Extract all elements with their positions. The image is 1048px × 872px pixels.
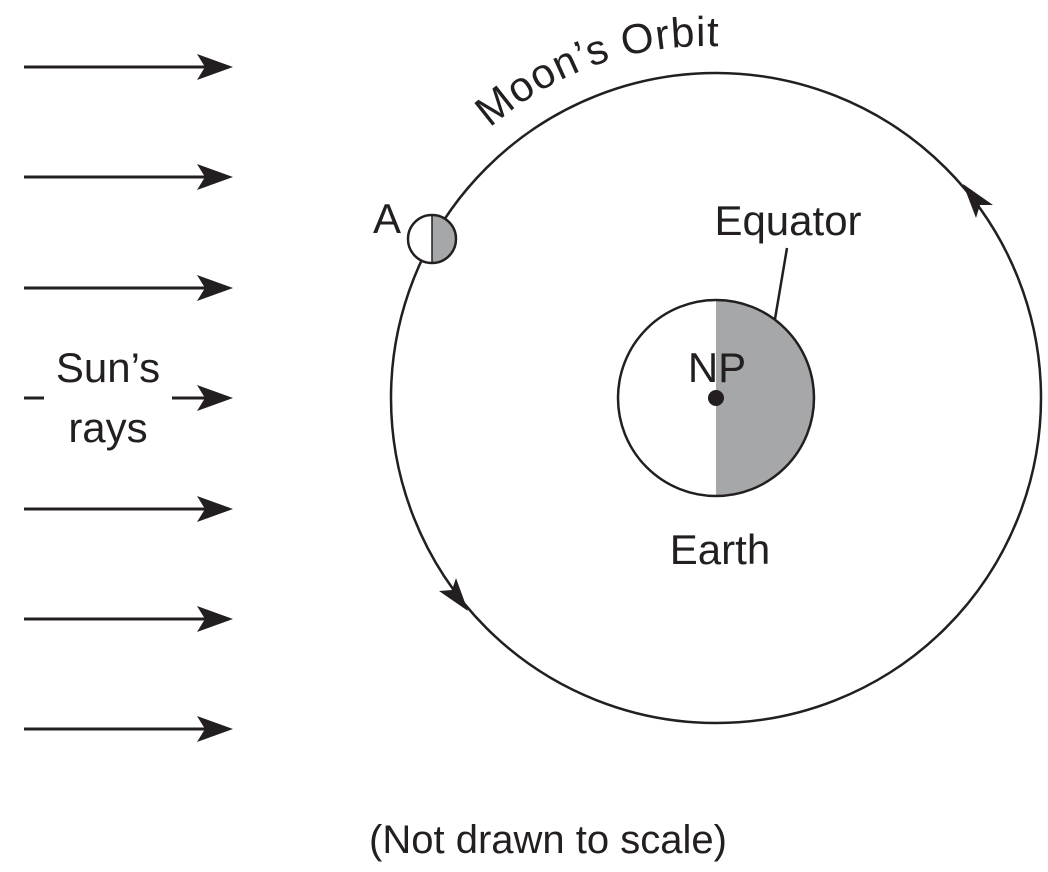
moon bbox=[406, 213, 458, 265]
moon-position-label: A bbox=[373, 195, 401, 242]
sun-ray-arrow bbox=[24, 496, 233, 522]
sun-ray-arrow bbox=[24, 54, 233, 80]
moon-orbit bbox=[389, 71, 1043, 725]
north-pole-label: NP bbox=[688, 344, 746, 391]
sun-rays bbox=[24, 54, 233, 742]
orbit-direction-arrow-icon bbox=[963, 184, 993, 218]
north-pole-dot bbox=[708, 390, 724, 406]
orbit-direction-arrow-icon bbox=[439, 578, 468, 611]
earth-night-side bbox=[716, 300, 814, 496]
equator-leader-line bbox=[773, 247, 789, 320]
orbit-label: Moon’s Orbit bbox=[466, 8, 720, 135]
sun-rays-label-background bbox=[44, 340, 172, 452]
orbit-label-path: Moon’s Orbit bbox=[466, 8, 719, 135]
sun-ray-arrow bbox=[24, 716, 233, 742]
sun-rays-label-line2: rays bbox=[68, 404, 147, 451]
sun-ray-arrow bbox=[24, 606, 233, 632]
equator-label: Equator bbox=[714, 197, 861, 244]
earth-label: Earth bbox=[670, 526, 770, 573]
earth bbox=[616, 298, 816, 498]
sun-ray-arrow bbox=[24, 164, 233, 190]
moon-shadow bbox=[432, 215, 456, 263]
sun-ray-arrow bbox=[24, 275, 233, 301]
sun-rays-label-line1: Sun’s bbox=[56, 344, 160, 391]
scale-note: (Not drawn to scale) bbox=[369, 818, 727, 862]
